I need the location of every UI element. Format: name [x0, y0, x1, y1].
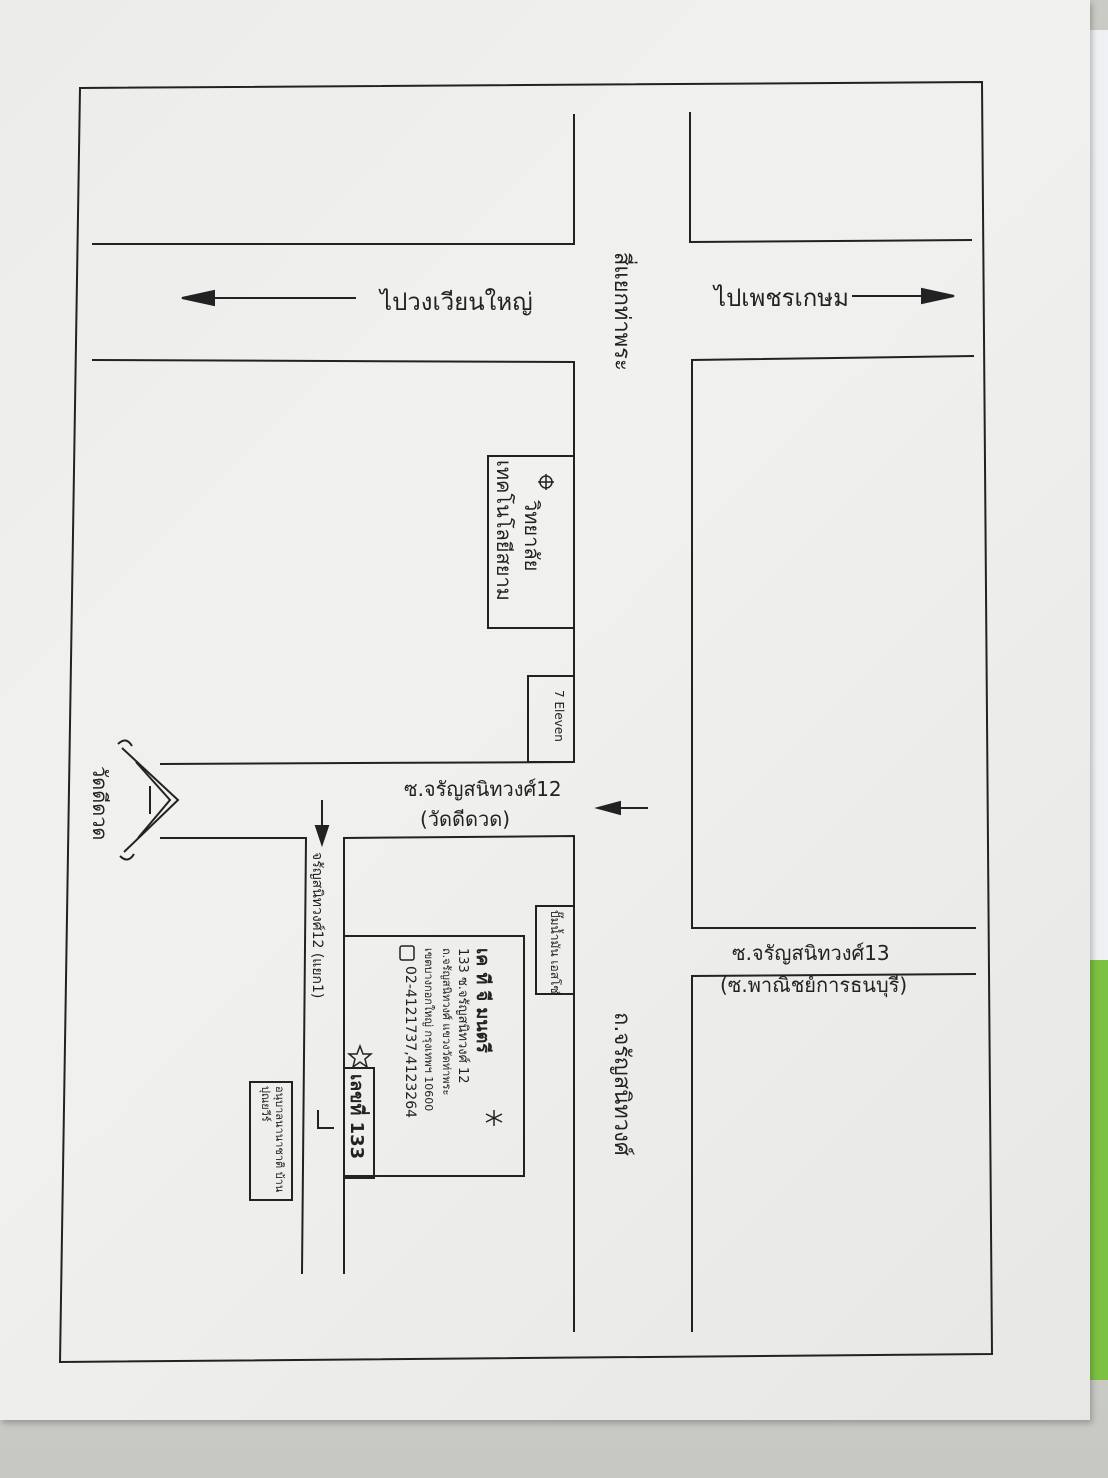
label-soi12-name: ซ.จรัญสนิทวงศ์12 [404, 777, 562, 801]
seven-eleven-box [527, 675, 575, 763]
college-logo-icon [538, 474, 554, 490]
clinic-box [249, 1081, 293, 1201]
label-to-wongwian-yai: ไปวงเวียนใหญ่ [378, 288, 533, 316]
block-right-upper [691, 355, 976, 929]
block-bottom-center [343, 834, 575, 1332]
label-soi13-name: ซ.จรัญสนิทวงศ์13 [732, 941, 890, 965]
label-soi13-subname: (ซ.พาณิชย์การธนบุรี) [720, 973, 907, 998]
label-side-soi: จรัญสนิทวงศ์12 (แยก1) [309, 852, 325, 999]
label-clinic: อนุบาลนานาชาติ บ้านปุณยวีร์ [259, 1086, 286, 1193]
block-top-left [92, 114, 575, 245]
gas-station-box [535, 905, 575, 995]
asterisk-logo-icon [485, 1110, 503, 1126]
arrow-east-head [921, 287, 955, 305]
label-temple: วัดดีดวด [88, 766, 112, 841]
arrow-side-soi-head [314, 825, 330, 848]
label-college-line2: เทคโนโลยีสยาม [492, 460, 516, 601]
label-gas-station: ปั๊มน้ำมัน เอสโซ่ [548, 910, 562, 994]
label-seven-eleven: 7 Eleven [552, 690, 566, 742]
map-paper [0, 0, 1090, 1420]
label-soi12-subname: (วัดดีดวด) [420, 807, 510, 831]
temple-icon [117, 739, 180, 861]
label-main-road: ถ.จรัญสนิทวงศ์ [609, 1012, 634, 1156]
house-number-box [343, 1067, 375, 1179]
label-college-line1: วิทยาลัย [520, 500, 544, 572]
label-to-phetkasem: ไปเพชรเกษม [712, 284, 849, 312]
college-box [487, 455, 575, 629]
label-tha-phra-intersection: สี่แยกท่าพระ [609, 252, 634, 371]
map-frame [58, 80, 994, 1364]
block-right-lower [691, 973, 977, 1332]
block-top-right [689, 112, 973, 244]
entry-arrow [317, 1110, 334, 1129]
block-bottom-left [160, 837, 308, 1275]
company-phone: 02-4121737,4123264 [402, 966, 418, 1119]
phone-icon [399, 945, 415, 961]
company-box [344, 935, 525, 1177]
company-address-line2: ถ.จรัญสนิทวงศ์ แขวงวัดท่าพระ [440, 948, 453, 1096]
company-address-line1: 133 ซ.จรัญสนิทวงศ์ 12 [455, 948, 470, 1084]
label-house-number: เลขที่ 133 [346, 1074, 367, 1160]
arrow-west-head [181, 289, 215, 307]
arrow-soi12-head [594, 800, 621, 816]
star-icon [346, 1043, 374, 1069]
company-address-line3: เขตบางกอกใหญ่ กรุงเทพฯ 10600 [422, 948, 435, 1112]
